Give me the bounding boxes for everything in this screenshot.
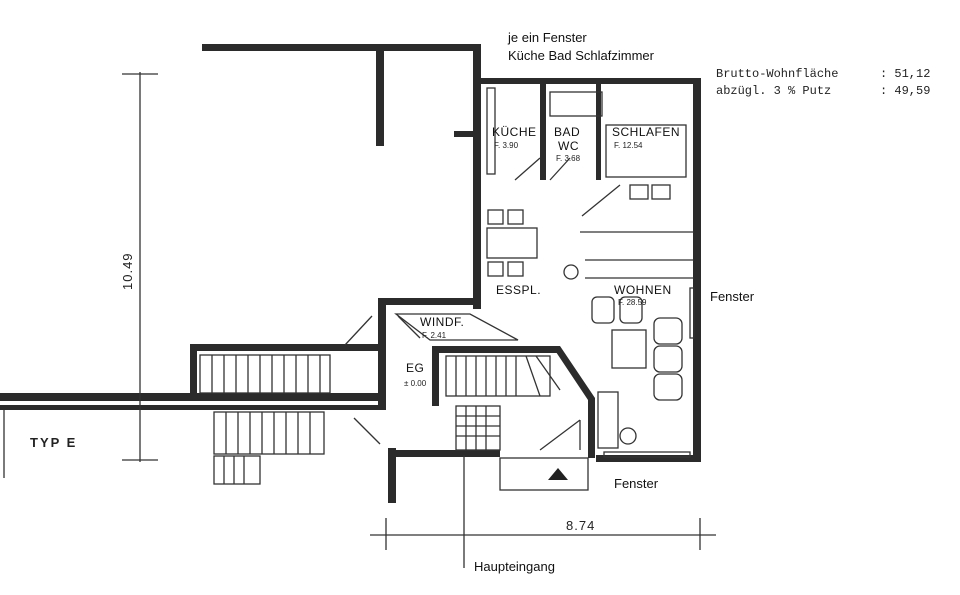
- room-kueche-area: F. 3.90: [494, 141, 519, 150]
- interior-lines: [3, 87, 695, 491]
- entry-arrow: [548, 468, 568, 480]
- plant-2: [619, 427, 637, 445]
- note-windows-line1: je ein Fenster: [507, 30, 587, 45]
- room-windf-area: F. 2.41: [422, 331, 447, 340]
- wall-stub: [454, 131, 476, 137]
- wall-stair-box-top: [190, 344, 380, 351]
- room-eg-name: EG: [406, 361, 424, 375]
- dimension-lines: [122, 72, 716, 568]
- wall-partition-short: [376, 50, 384, 146]
- wall-bottom-entry: [388, 450, 500, 457]
- door-bath: [549, 157, 571, 181]
- coffee-table: [611, 329, 647, 369]
- dresser: [597, 391, 619, 449]
- entry-step: [499, 457, 589, 491]
- room-wohnen-area: F. 28.59: [618, 298, 647, 307]
- room-schlafen-name: SCHLAFEN: [612, 125, 680, 139]
- wall-right: [693, 78, 701, 462]
- wall-stair-box-left: [190, 344, 197, 399]
- note-windows-line2: Küche Bad Schlafzimmer: [508, 48, 655, 63]
- wall-diag-entry: [378, 298, 478, 305]
- wall-stair-core-left: [432, 346, 439, 406]
- label-window-right: Fenster: [710, 289, 755, 304]
- wall-outer-bottom: [0, 393, 386, 401]
- stair-core: [445, 355, 581, 451]
- plaster-label: abzügl. 3 % Putz: [716, 84, 831, 98]
- gross-area-label: Brutto-Wohnfläche: [716, 67, 838, 81]
- room-kueche-name: KÜCHE: [492, 125, 537, 139]
- dining-table: [486, 227, 538, 259]
- room-bad-area: F. 3.68: [556, 154, 581, 163]
- wall-stair-core-top: [432, 346, 558, 353]
- armchair-2: [619, 296, 643, 324]
- gross-area-value: : 51,12: [880, 67, 930, 81]
- plant-1: [563, 264, 579, 280]
- stair-left: [199, 354, 331, 485]
- sofa-3: [653, 373, 683, 401]
- wall-top-left: [202, 44, 480, 51]
- wall-stair-vertical: [378, 298, 386, 410]
- bath-tub: [549, 91, 603, 117]
- room-wohnen-name: WOHNEN: [614, 283, 672, 297]
- walls: [0, 44, 701, 503]
- bed: [605, 124, 687, 178]
- sofa-2: [653, 345, 683, 373]
- label-entrance: Haupteingang: [474, 559, 555, 574]
- door-windfang: [397, 315, 421, 339]
- wall-bath-bed: [596, 84, 601, 180]
- wall-bottom-right: [596, 455, 700, 462]
- door-kitchen: [514, 157, 541, 181]
- chair-3: [487, 261, 504, 277]
- windfang-outline: [394, 313, 519, 341]
- room-esspl-name: ESSPL.: [496, 283, 541, 297]
- dim-height-value: 10.49: [120, 252, 135, 290]
- sofa-1: [653, 317, 683, 345]
- chair-4: [507, 261, 524, 277]
- room-schlafen-area: F. 12.54: [614, 141, 643, 150]
- pillow-2: [651, 184, 671, 200]
- armchair-1: [591, 296, 615, 324]
- label-type: TYP E: [30, 435, 77, 450]
- pillow-1: [629, 184, 649, 200]
- room-eg-level: ± 0.00: [404, 379, 427, 388]
- window-bottom: [603, 451, 691, 458]
- door-diag-left: [344, 315, 373, 346]
- wall-top-right: [478, 78, 700, 84]
- wall-kitchen-bath: [540, 84, 546, 180]
- wall-entry-left: [388, 448, 396, 503]
- plaster-value: : 49,59: [880, 84, 930, 98]
- wall-left-apartment: [473, 44, 481, 309]
- room-windf-name: WINDF.: [420, 315, 464, 329]
- door-diag-entry: [353, 417, 381, 445]
- wall-stair-diagonal: [552, 346, 595, 458]
- wall-outer-bottom2: [0, 405, 386, 410]
- room-bad-name2: WC: [558, 139, 579, 153]
- dim-width-value: 8.74: [566, 518, 595, 533]
- door-arc-bed: [581, 184, 621, 217]
- room-bad-name: BAD: [554, 125, 580, 139]
- label-window-bottom: Fenster: [614, 476, 659, 491]
- chair-1: [487, 209, 504, 225]
- kitchen-counter: [486, 87, 496, 175]
- chair-2: [507, 209, 524, 225]
- window-right: [689, 287, 695, 339]
